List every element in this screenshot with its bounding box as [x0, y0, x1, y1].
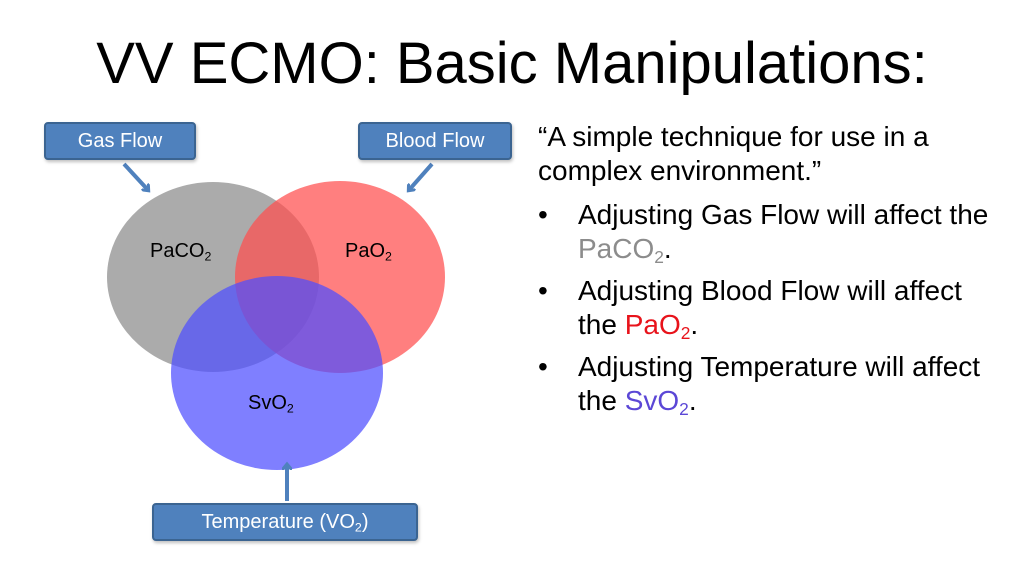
pao2-label-sub: 2 — [385, 249, 392, 264]
bullet-gas-flow: • Adjusting Gas Flow will affect the PaCO… — [538, 198, 1008, 266]
quote-text: “A simple technique for use in a complex… — [538, 121, 929, 186]
bullet-lead: Adjusting Gas Flow will affect the — [578, 199, 989, 230]
bullet-term: SvO2 — [624, 385, 689, 420]
svo2-label-sub: 2 — [286, 401, 294, 416]
bullet-end: . — [663, 233, 672, 264]
bullet-term: PaCO2 — [578, 233, 664, 268]
paco2-label: PaCO2 — [150, 240, 211, 263]
pao2-label-base: PaO — [345, 240, 386, 262]
bullet-term: PaO2 — [624, 309, 691, 344]
bullet-lead: Adjusting Temperature will affect the — [578, 351, 981, 416]
temperature-label: Temperature (VO — [201, 511, 355, 533]
text-panel: “A simple technique for use in a complex… — [538, 120, 1008, 426]
paco2-label-sub: 2 — [204, 249, 212, 264]
bullet-dot: • — [538, 199, 548, 230]
pao2-label: PaO2 — [345, 240, 392, 263]
gas-flow-box: Gas Flow — [44, 122, 196, 160]
temperature-sub: 2 — [354, 520, 362, 535]
bullet-dot: • — [538, 351, 548, 382]
slide-title: VV ECMO:Basic Manipulations: — [0, 28, 1024, 100]
paco2-label-base: PaCO — [150, 240, 205, 262]
temperature-box: Temperature (VO2) — [152, 503, 418, 541]
svo2-label: SvO2 — [248, 392, 294, 415]
temperature-suffix: ) — [361, 511, 369, 533]
bullet-end: . — [690, 309, 699, 340]
bullet-lead: Adjusting Blood Flow will affect the — [578, 275, 962, 340]
title-part-2: Basic Manipulations: — [395, 31, 928, 96]
bullet-temperature: • Adjusting Temperature will affect the S… — [538, 350, 1008, 418]
bullet-blood-flow: • Adjusting Blood Flow will affect the Pa… — [538, 274, 1008, 342]
bullet-end: . — [688, 385, 697, 416]
title-part-1: VV ECMO: — [96, 31, 380, 96]
blood-flow-box: Blood Flow — [358, 122, 512, 160]
svo2-circle — [171, 276, 383, 470]
bullet-dot: • — [538, 275, 548, 306]
svo2-label-base: SvO — [248, 392, 287, 414]
gas-flow-arrow — [122, 162, 148, 190]
blood-flow-arrow — [409, 162, 434, 190]
